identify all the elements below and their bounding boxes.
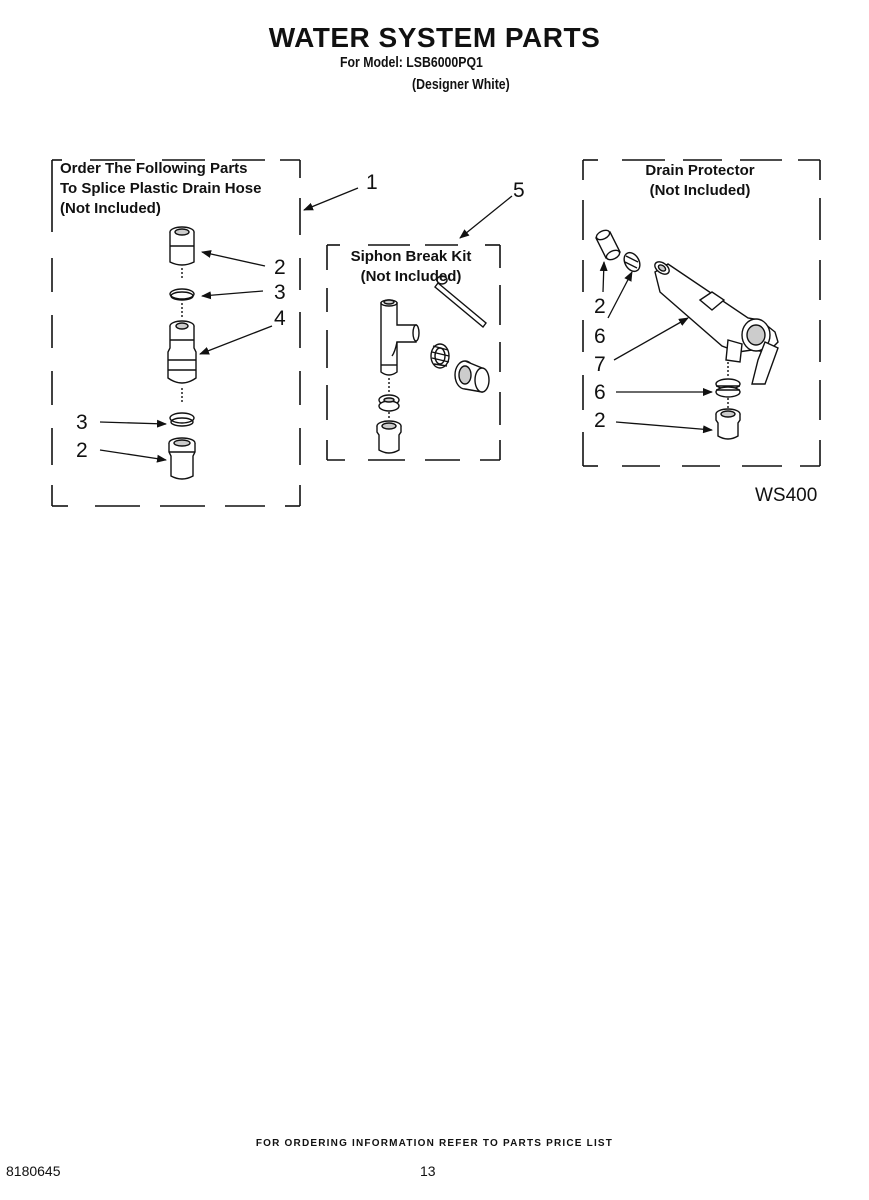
- drain-group-label: Drain Protector (Not Included): [620, 161, 780, 201]
- callout-drain-6-bottom: 6: [594, 381, 606, 404]
- callout-splice-3-bottom: 3: [76, 411, 88, 434]
- splice-group-label: Order The Following Parts To Splice Plas…: [60, 159, 261, 219]
- model-variant: (Designer White): [412, 76, 510, 93]
- drain-connector-top-part: [595, 229, 621, 261]
- siphon-tube-part: [434, 275, 487, 329]
- siphon-tee-part: [380, 299, 420, 376]
- callout-drain-6-top: 6: [594, 325, 606, 348]
- siphon-connector-part: [376, 412, 402, 454]
- ordering-info-note: FOR ORDERING INFORMATION REFER TO PARTS …: [255, 1138, 614, 1149]
- hose-clamp-top-part: [169, 288, 195, 301]
- model-line: For Model: LSB6000PQ1: [340, 54, 483, 71]
- callout-drain-2-top: 2: [594, 295, 606, 318]
- page-title: WATER SYSTEM PARTS: [268, 22, 601, 53]
- arrow-part-2-top: [201, 250, 266, 267]
- siphon-group-frame: [326, 244, 501, 461]
- hose-clamp-bottom-part: [169, 412, 195, 427]
- arrow-callout-5: [459, 195, 513, 239]
- arrow-part-2-bottom: [99, 449, 167, 463]
- hose-coupler-part: [167, 303, 197, 404]
- splice-label-line-2: To Splice Plastic Drain Hose: [60, 180, 262, 197]
- diagram-code: WS400: [755, 485, 818, 506]
- splice-label-line-1: Order The Following Parts: [60, 160, 248, 177]
- drain-label-line-2: (Not Included): [649, 182, 751, 199]
- callout-drain-2-bottom: 2: [594, 409, 606, 432]
- arrow-callout-1: [303, 187, 359, 211]
- siphon-clamp-bottom-part: [378, 378, 400, 412]
- siphon-nut-part: [454, 360, 490, 393]
- hose-connector-top-part: [169, 226, 195, 280]
- arrow-drain-7: [613, 317, 689, 361]
- arrow-part-4: [199, 325, 273, 355]
- drain-protector-body-part: [654, 261, 779, 385]
- callout-5: 5: [513, 179, 525, 202]
- document-number: 8180645: [6, 1163, 61, 1179]
- drain-label-line-1: Drain Protector: [645, 162, 755, 179]
- hose-connector-bottom-part: [168, 437, 196, 480]
- splice-label-line-3: (Not Included): [60, 200, 161, 217]
- callout-drain-7: 7: [594, 353, 606, 376]
- arrow-drain-2-bottom: [615, 421, 713, 434]
- page-number: 13: [420, 1163, 436, 1179]
- splice-group-frame: [51, 159, 301, 507]
- drain-clamp-bottom-part: [715, 362, 741, 398]
- siphon-group-label: Siphon Break Kit (Not Included): [336, 247, 486, 287]
- siphon-clamp-right-part: [430, 343, 450, 369]
- callout-splice-2-top: 2: [274, 256, 286, 279]
- drain-group-frame: [582, 159, 821, 467]
- callout-1: 1: [366, 171, 378, 194]
- callout-splice-3-top: 3: [274, 281, 286, 304]
- callout-splice-4: 4: [274, 307, 286, 330]
- arrow-drain-2-top: [599, 261, 608, 293]
- siphon-label-line-2: (Not Included): [360, 268, 462, 285]
- arrow-drain-6-top: [607, 271, 633, 319]
- arrow-part-3-bottom: [99, 419, 167, 428]
- drain-connector-bottom-part: [715, 398, 741, 440]
- arrow-part-3-top: [201, 290, 264, 300]
- callout-splice-2-bottom: 2: [76, 439, 88, 462]
- drain-clamp-top-part: [623, 251, 641, 273]
- siphon-label-line-1: Siphon Break Kit: [350, 248, 472, 265]
